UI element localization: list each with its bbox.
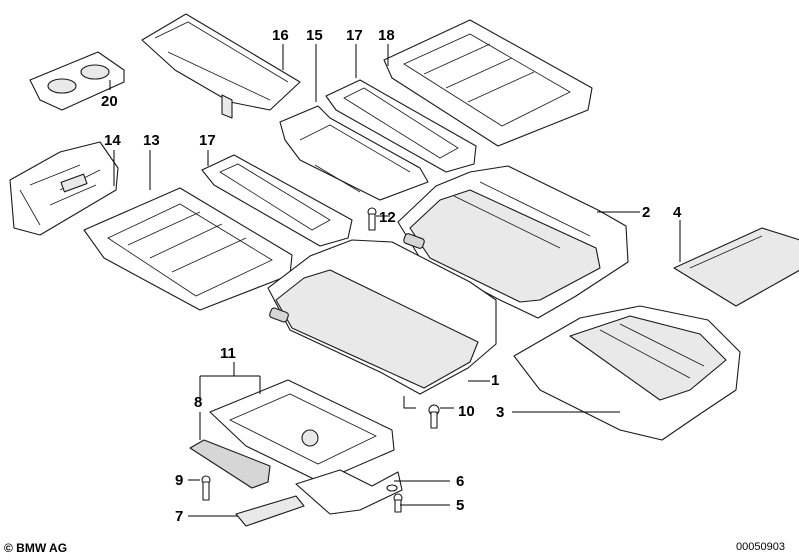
part-9-screw [201,475,211,501]
callout-8: 8 [194,394,202,411]
part-20-cup-holder [29,51,125,111]
part-13-tray [83,187,293,311]
callout-17-upper: 17 [346,27,363,44]
part-14-bracket [9,141,119,236]
part-18-tray [383,19,593,147]
leader-lines [109,44,681,517]
callout-4: 4 [673,204,682,221]
part-15-bracket [279,105,429,201]
callouts: 16 15 17 18 20 14 13 17 12 2 4 1 3 10 11… [101,27,682,525]
callout-9: 9 [175,472,183,489]
callout-1: 1 [491,372,499,389]
callout-13: 13 [143,132,160,149]
callout-11: 11 [220,345,236,362]
diagram-id-label: 00050903 [736,541,785,553]
part-16-tray [141,13,301,119]
callout-3: 3 [496,404,504,421]
callout-14: 14 [104,132,121,149]
part-17-tray-lower [201,154,353,247]
part-8-base-frame [209,379,395,483]
callout-12: 12 [379,209,396,226]
part-6-washer [386,484,398,492]
callout-20: 20 [101,93,118,110]
part-1-armrest-cushion [267,239,497,395]
part-7-plate [235,495,305,527]
callout-15: 15 [306,27,323,44]
part-17-tray-upper [325,79,477,173]
callout-7: 7 [175,508,183,525]
part-8-connector [189,439,271,489]
part-3-armrest-base [513,305,741,441]
callout-6: 6 [456,473,464,490]
callout-16: 16 [272,27,289,44]
part-12-screw [367,207,377,231]
callout-5: 5 [456,497,464,514]
callout-10: 10 [458,403,475,420]
callout-17-lower: 17 [199,132,216,149]
callout-2: 2 [642,204,650,221]
part-4-panel [673,227,799,307]
copyright-label: © BMW AG [4,541,68,555]
callout-18: 18 [378,27,395,44]
part-5-screw [393,493,403,513]
part-10-screw [428,404,440,429]
